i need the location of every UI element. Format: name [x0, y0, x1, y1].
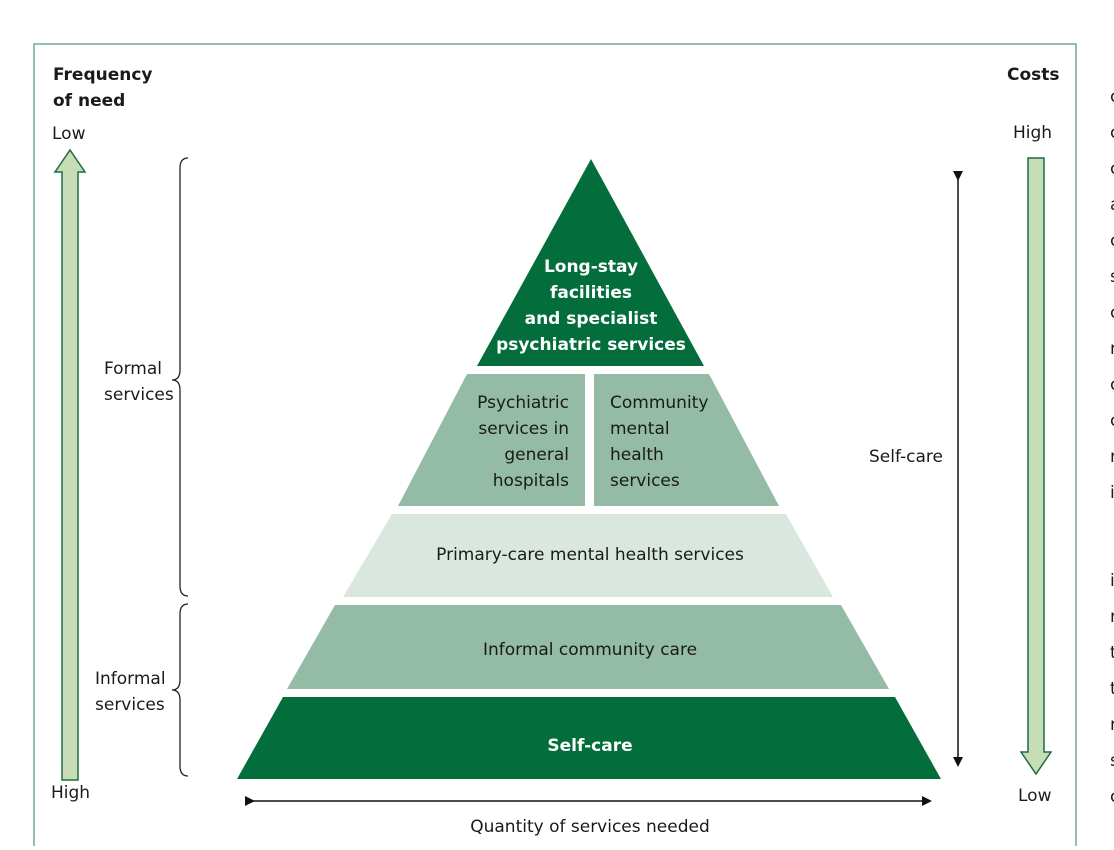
clipped-fragment: i [1110, 483, 1114, 503]
clipped-fragment: c [1110, 408, 1114, 434]
tier-community-mental-health [594, 374, 779, 506]
clipped-fragment: c [1110, 84, 1114, 110]
quantity-label: Quantity of services needed [470, 817, 710, 837]
clipped-fragment: a [1110, 192, 1114, 218]
frequency-high-label: High [51, 783, 91, 803]
tier-self-care [237, 697, 941, 779]
vertical-self-care-label: Self-care [869, 447, 944, 467]
tier-primary-care [343, 514, 833, 597]
clipped-fragment: c [1110, 228, 1114, 254]
informal-community-care-label: Informal community care [482, 640, 698, 660]
tier-psychiatric-general-hospitals [398, 374, 585, 506]
figure-frame [33, 43, 1077, 850]
clipped-fragment: r [1110, 607, 1114, 627]
primary-care-label: Primary-care mental health services [436, 545, 744, 565]
tier-long-stay-specialist [477, 159, 704, 366]
clipped-fragment: c [1110, 156, 1114, 182]
clipped-fragment: c [1110, 372, 1114, 398]
top-tier-label: Long-stay facilities and specialist psyc… [496, 257, 686, 355]
formal-services-brace [171, 157, 189, 597]
clipped-fragment: t [1110, 643, 1114, 663]
tier-informal-community-care [287, 605, 889, 689]
informal-services-brace [171, 603, 189, 777]
costs-high-label: High [1013, 123, 1053, 143]
clipped-text-column: c c c a c s c r c c r i i r t t r s c [1110, 0, 1114, 846]
costs-low-label: Low [1018, 786, 1052, 806]
frequency-title: Frequency of need [53, 65, 153, 111]
community-mental-health-label: Community mental health services [610, 393, 709, 491]
clipped-fragment: r [1110, 715, 1114, 735]
clipped-fragment: s [1110, 264, 1114, 290]
informal-services-label: Informal services [95, 669, 166, 715]
clipped-fragment: t [1110, 679, 1114, 699]
frequency-arrow-icon [53, 148, 87, 781]
clipped-fragment: c [1110, 120, 1114, 146]
clipped-fragment: c [1110, 300, 1114, 326]
clipped-fragment: r [1110, 339, 1114, 359]
psychiatric-general-hospitals-label: Psychiatric services in general hospital… [477, 393, 569, 491]
clipped-fragment: r [1110, 447, 1114, 467]
self-care-tier-label: Self-care [547, 736, 633, 756]
formal-services-label: Formal services [104, 359, 174, 405]
clipped-fragment: i [1110, 571, 1114, 591]
costs-arrow-icon [1019, 157, 1053, 776]
clipped-fragment: c [1110, 784, 1114, 810]
clipped-fragment: s [1110, 748, 1114, 774]
costs-title: Costs [1007, 65, 1060, 85]
frequency-low-label: Low [52, 124, 86, 144]
